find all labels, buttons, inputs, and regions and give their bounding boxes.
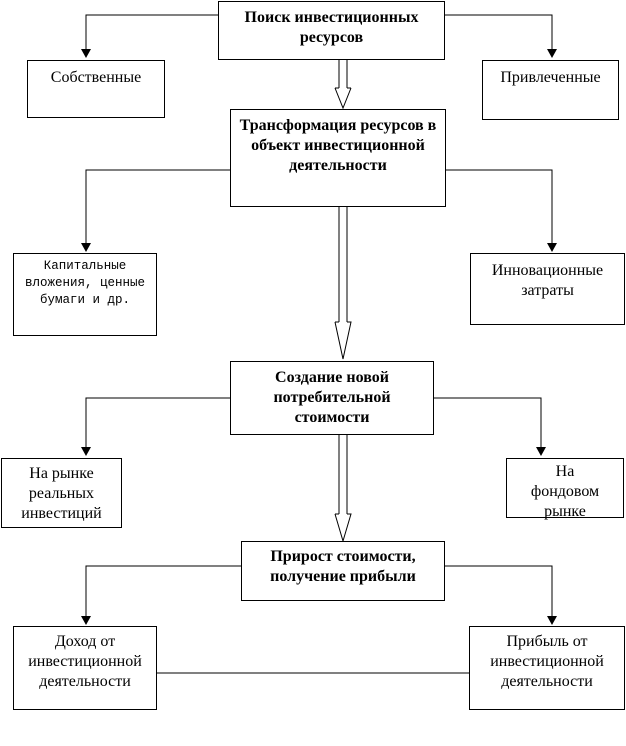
innovation-costs-text: Инновационные затраты <box>491 262 604 299</box>
value-growth-text: Прирост стоимости, получение прибыли <box>270 548 416 585</box>
connector-create-stock-market <box>434 397 546 456</box>
connector-search-attracted <box>445 14 557 58</box>
block-arrow-create-growth <box>334 435 352 543</box>
own-resources-text: Собственные <box>50 69 142 86</box>
transformation-box: Трансформация ресурсов в объект инвестиц… <box>230 109 446 207</box>
real-market-text: На рынке реальных инвестиций <box>21 465 102 522</box>
block-arrow-transform-create <box>334 207 352 360</box>
capital-investments-box: Капитальные вложения, ценные бумаги и др… <box>13 253 157 336</box>
profit-text: Прибыль от инвестиционной деятельности <box>490 633 604 690</box>
connector-transform-innovation <box>446 169 557 252</box>
connector-search-own <box>81 14 218 58</box>
connector-transform-capital <box>81 169 230 252</box>
connector-growth-income <box>81 565 241 625</box>
income-text: Доход от инвестиционной деятельности <box>28 633 142 690</box>
stock-market-box: На фондовом рынке <box>506 458 624 520</box>
search-resources-text: Поиск инвестиционных ресурсов <box>244 9 419 46</box>
attracted-resources-text: Привлеченные <box>500 69 601 86</box>
connector-growth-profit <box>445 565 557 625</box>
create-value-box: Создание новой потребительной стоимости <box>230 361 434 435</box>
own-resources-box: Собственные <box>27 60 165 118</box>
attracted-resources-box: Привлеченные <box>482 60 619 120</box>
search-resources-box: Поиск инвестиционных ресурсов <box>218 1 445 60</box>
real-market-box: На рынке реальных инвестиций <box>1 458 122 528</box>
connector-create-real-market <box>81 397 230 456</box>
create-value-text: Создание новой потребительной стоимости <box>273 369 391 426</box>
stock-market-text: На фондовом рынке <box>530 463 600 520</box>
innovation-costs-box: Инновационные затраты <box>470 253 625 325</box>
block-arrow-search-transform <box>334 60 352 110</box>
profit-box: Прибыль от инвестиционной деятельности <box>469 626 625 710</box>
income-box: Доход от инвестиционной деятельности <box>13 626 157 710</box>
transformation-text: Трансформация ресурсов в объект инвестиц… <box>239 117 437 174</box>
capital-investments-text: Капитальные вложения, ценные бумаги и др… <box>24 259 146 307</box>
value-growth-box: Прирост стоимости, получение прибыли <box>241 541 445 601</box>
